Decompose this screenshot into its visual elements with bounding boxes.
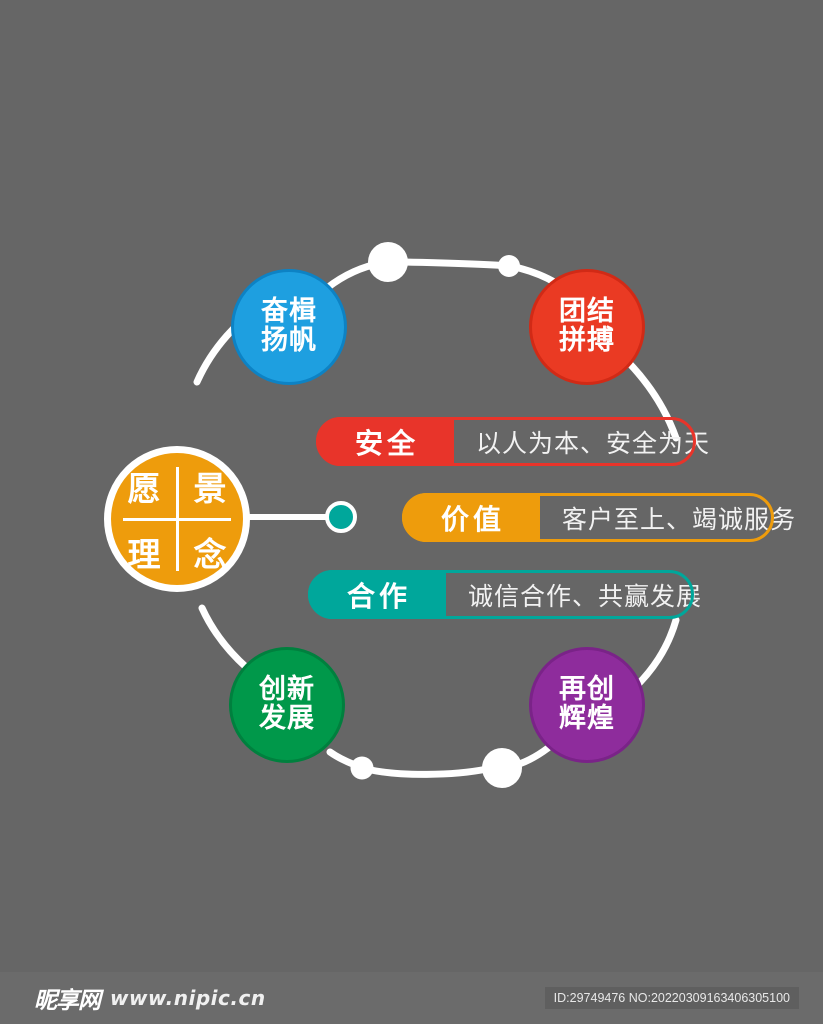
ring-dot-top-large	[368, 242, 408, 282]
node-label-line2: 拼搏	[559, 325, 615, 356]
bar-value[interactable]: 价值 客户至上、竭诚服务	[402, 493, 795, 542]
bar-tag-value: 价值	[402, 493, 540, 542]
arc-right-lower	[628, 616, 680, 694]
bar-desc-cooperation: 诚信合作、共赢发展	[468, 581, 703, 611]
arc-right-upper	[625, 359, 680, 442]
arc-top-right-b	[515, 264, 560, 287]
vision-cell-top-left: 愿	[127, 469, 161, 508]
vision-concept-circle[interactable]: 愿 景 理 念	[104, 446, 250, 592]
vision-cross-divider	[111, 453, 243, 585]
arc-bottom-left-b	[198, 604, 251, 672]
node-label-line1: 团结	[559, 296, 615, 328]
teal-connector-dot[interactable]	[325, 501, 357, 533]
footer-watermark-bar: 昵享网 www.nipic.cn ID:29749476 NO:20220309…	[0, 972, 823, 1024]
node-label-line1: 再创	[559, 674, 615, 706]
arc-top-right-a	[400, 258, 513, 270]
arc-bottom-left-a	[326, 748, 359, 769]
bar-tag-safety: 安全	[316, 417, 454, 466]
node-label-line1: 奋楫	[261, 296, 317, 328]
bar-tag-cooperation: 合作	[308, 570, 446, 619]
node-zaichuang-huihuang[interactable]: 再创 辉煌	[532, 650, 642, 760]
bar-desc-value: 客户至上、竭诚服务	[562, 504, 797, 534]
vision-cell-bottom-right: 念	[193, 535, 227, 574]
node-chuangxin-fazhan[interactable]: 创新 发展	[232, 650, 342, 760]
arc-bottom-center	[367, 765, 491, 778]
site-logo[interactable]: 昵享网 www.nipic.cn	[34, 981, 266, 1015]
bar-desc-safety: 以人为本、安全为天	[476, 428, 711, 458]
node-label-line2: 发展	[259, 703, 315, 734]
vision-cell-bottom-left: 理	[127, 535, 161, 574]
bar-cooperation[interactable]: 合作 诚信合作、共赢发展	[308, 570, 701, 619]
node-label-line2: 扬帆	[261, 325, 317, 356]
logo-url: www.nipic.cn	[110, 986, 266, 1010]
horizontal-divider	[123, 517, 231, 521]
node-tuanjie-pinbo[interactable]: 团结 拼搏	[532, 272, 642, 382]
ring-dot-top-small	[498, 255, 520, 277]
image-id-badge: ID:29749476 NO:20220309163406305100	[544, 987, 799, 1009]
logo-wordmark: 昵享网	[34, 988, 101, 1014]
bar-safety[interactable]: 安全 以人为本、安全为天	[316, 417, 709, 466]
ring-dot-bottom-large	[482, 748, 522, 788]
ring-dot-bottom-small	[350, 756, 374, 780]
node-fenji-yangfan[interactable]: 奋楫 扬帆	[234, 272, 344, 382]
node-label-line2: 辉煌	[559, 703, 615, 734]
node-label-line1: 创新	[259, 674, 315, 706]
vision-cell-top-right: 景	[193, 469, 227, 508]
